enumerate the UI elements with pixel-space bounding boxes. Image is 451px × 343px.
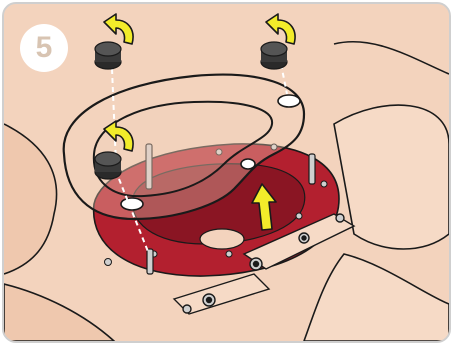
top-plate-hole	[121, 198, 143, 210]
ring-opening	[200, 229, 244, 249]
bolt-icon	[183, 305, 191, 313]
bolt-icon	[336, 214, 344, 222]
screw-icon	[296, 213, 302, 219]
assembly-illustration	[4, 4, 449, 341]
knob-icon	[95, 42, 121, 69]
step-number-badge: 5	[20, 24, 68, 72]
bolt-icon	[302, 236, 306, 240]
top-plate-hole	[278, 95, 300, 107]
pin-right	[309, 154, 315, 184]
bolt-icon	[207, 298, 212, 303]
top-plate-hole	[241, 159, 255, 169]
bolt-icon	[254, 262, 259, 267]
screw-icon	[226, 251, 232, 257]
pin-bottom	[147, 249, 153, 274]
screw-icon	[321, 181, 327, 187]
knob-icon	[261, 42, 287, 69]
screw-icon	[105, 259, 112, 266]
knob-icon	[95, 152, 121, 179]
